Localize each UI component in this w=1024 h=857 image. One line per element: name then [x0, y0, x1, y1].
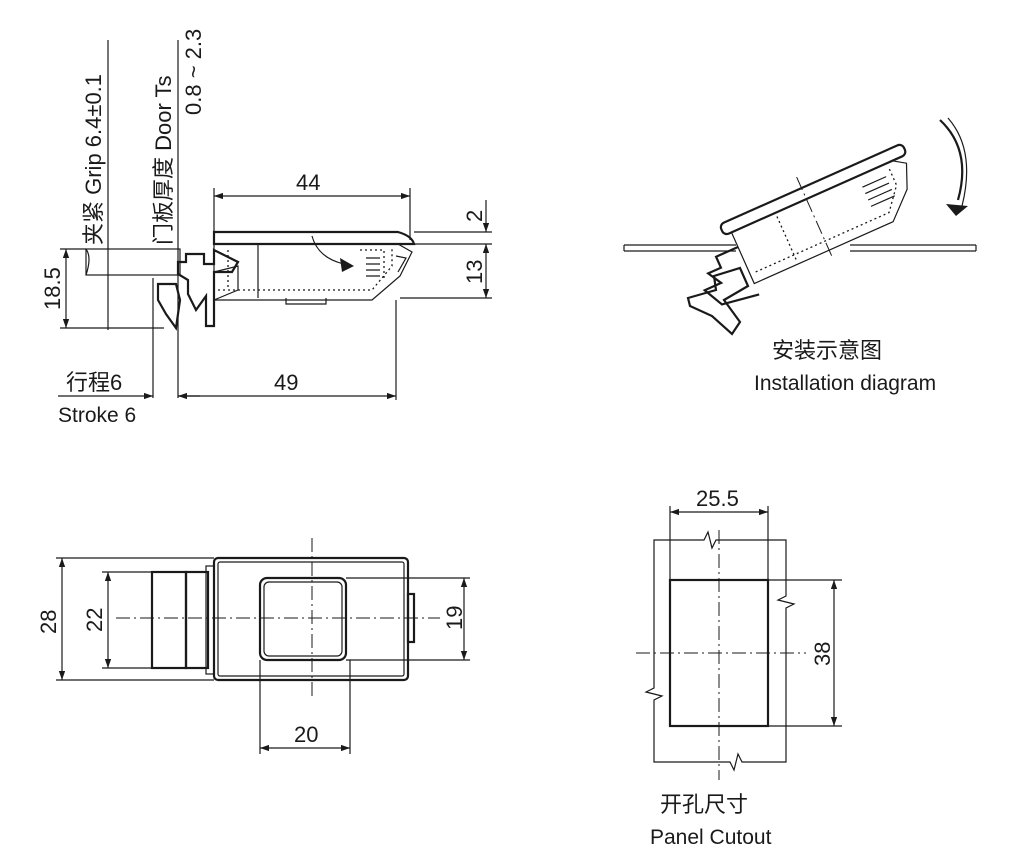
cutout-dim-25-5: 25.5 [696, 486, 739, 511]
dim-18-5: 18.5 [40, 267, 65, 310]
top-view: 28 22 19 20 [36, 538, 470, 754]
dim-13: 13 [462, 260, 487, 284]
panel-cutout: 25.5 38 开孔尺寸 Panel Cutout [636, 486, 842, 849]
cutout-title-cn: 开孔尺寸 [660, 792, 748, 817]
door-panel [85, 248, 181, 276]
dim-28: 28 [36, 610, 61, 634]
panel-outline [644, 530, 796, 772]
cutout-dim-38: 38 [810, 642, 835, 666]
side-view: 夹紧 Grip 6.4±0.1 门板厚度 Door Ts 0.8 ~ 2.3 [40, 29, 492, 427]
dim-49: 49 [274, 370, 298, 395]
door-thickness-range: 0.8 ~ 2.3 [181, 29, 206, 115]
latch-claw [176, 248, 240, 328]
dim-19: 19 [442, 606, 467, 630]
latch-body-top [212, 556, 410, 682]
stroke-cn: 行程6 [66, 370, 122, 395]
installation-diagram: 安装示意图 Installation diagram [623, 117, 977, 395]
cutout-title-en: Panel Cutout [650, 826, 772, 849]
rear-block [150, 570, 188, 670]
grip-label: 夹紧 Grip 6.4±0.1 [81, 74, 106, 245]
push-button [258, 576, 348, 662]
dim-20: 20 [294, 722, 318, 747]
installation-title-cn: 安装示意图 [772, 338, 882, 363]
dim-22: 22 [82, 608, 107, 632]
installation-title-en: Installation diagram [754, 372, 936, 395]
dim-2: 2 [462, 210, 487, 222]
dim-44: 44 [296, 170, 320, 195]
stroke-en: Stroke 6 [58, 404, 136, 427]
door-thickness-label: 门板厚度 Door Ts [151, 75, 176, 245]
